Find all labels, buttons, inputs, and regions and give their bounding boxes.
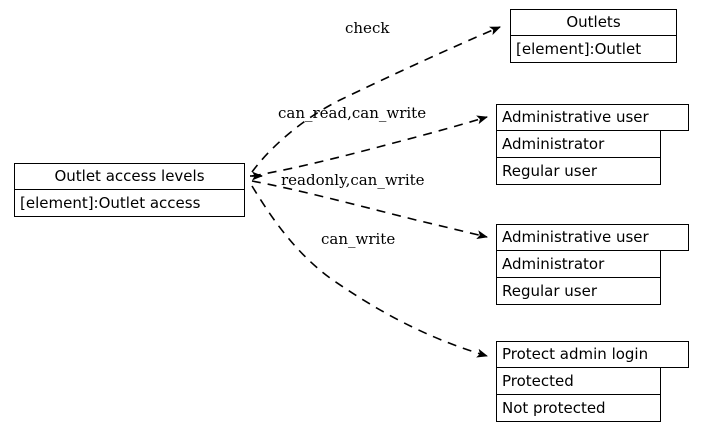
node-attribute-row: Regular user (496, 158, 661, 185)
edge-label-readonly-can-write: readonly,can_write (281, 171, 425, 189)
node-attribute-row: Administrator (496, 131, 661, 158)
node-attribute-row: Administrator (496, 251, 661, 278)
edge-path-can-write (251, 185, 488, 358)
edge-path-readonly-can-write (251, 180, 488, 240)
edge-label-check: check (345, 19, 390, 37)
node-administrative-user-2[interactable]: Administrative user Administrator Regula… (496, 224, 689, 305)
node-attribute-row: Regular user (496, 278, 661, 305)
node-attribute-row: Not protected (496, 395, 661, 422)
node-attribute-row: [element]:Outlet access (14, 190, 245, 217)
node-protect-admin-login[interactable]: Protect admin login Protected Not protec… (496, 341, 689, 422)
node-outlets[interactable]: Outlets [element]:Outlet (510, 9, 677, 63)
node-administrative-user-1[interactable]: Administrative user Administrator Regula… (496, 104, 689, 185)
node-title: Administrative user (496, 224, 689, 251)
edge-label-can-write: can_write (321, 230, 396, 248)
node-attribute-row: [element]:Outlet (510, 36, 677, 63)
node-outlet-access-levels[interactable]: Outlet access levels [element]:Outlet ac… (14, 163, 245, 217)
edge-path-check (251, 26, 501, 173)
node-title: Outlet access levels (14, 163, 245, 190)
edge-path-can-read-can-write (251, 115, 488, 177)
edge-label-can-read-can-write: can_read,can_write (278, 104, 427, 122)
node-title: Protect admin login (496, 341, 689, 368)
node-title: Outlets (510, 9, 677, 36)
node-title: Administrative user (496, 104, 689, 131)
node-attribute-row: Protected (496, 368, 661, 395)
